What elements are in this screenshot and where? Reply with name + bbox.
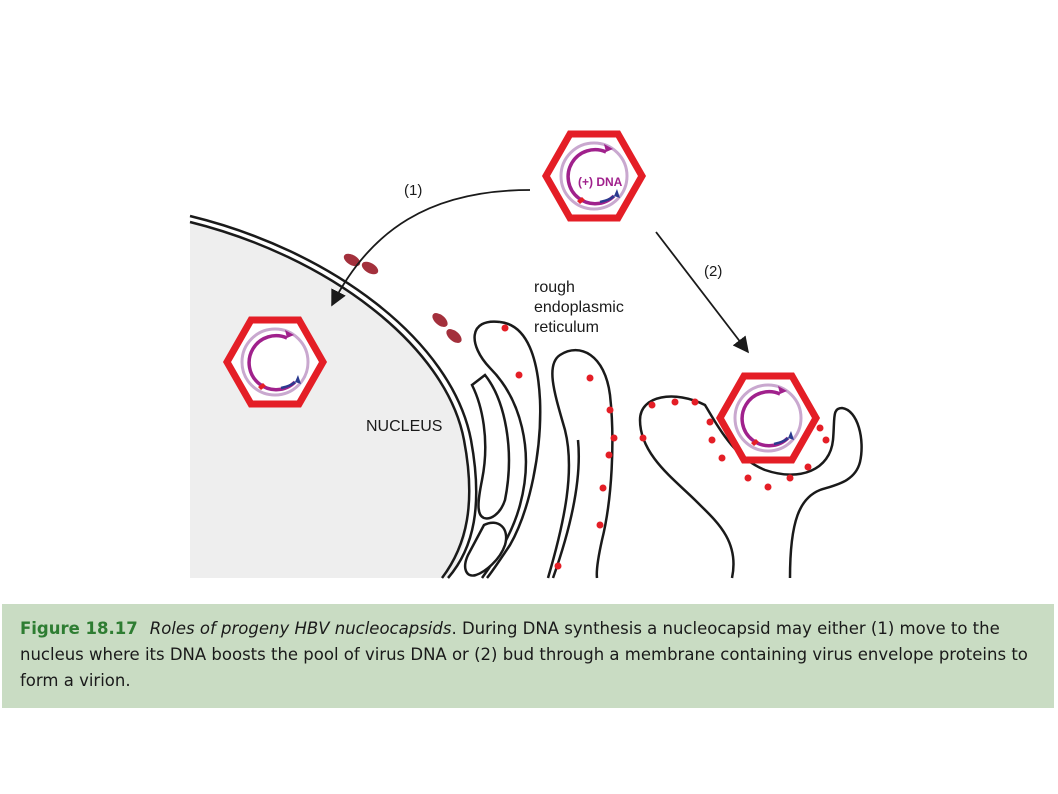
- path-2-label: (2): [704, 263, 722, 280]
- er-cisterna-2-inner: [551, 439, 580, 579]
- nuclear-envelope-inner: [189, 214, 478, 579]
- path-1-label: (1): [404, 182, 422, 199]
- nucleocapsid-budding: [720, 376, 816, 460]
- envelope-protein-icons: [501, 324, 830, 570]
- er-label-line-3: reticulum: [534, 319, 599, 336]
- figure-label: Figure 18.17: [20, 619, 138, 638]
- er-label-line-2: endoplasmic: [534, 299, 624, 316]
- er-segment: [470, 373, 511, 520]
- nuclear-envelope-outer: [189, 220, 471, 579]
- arrow-path-1: [331, 189, 531, 307]
- arrow-path-2: [655, 231, 749, 354]
- er-label-line-1: rough: [534, 279, 575, 296]
- nucleocapsid-in-nucleus: [227, 320, 323, 404]
- figure-caption: Figure 18.17 Roles of progeny HBV nucleoc…: [2, 604, 1054, 708]
- nucleus-label: NUCLEUS: [366, 418, 442, 435]
- er-segment: [464, 521, 508, 577]
- er-cisterna-2: [546, 349, 614, 579]
- figure-title: Roles of progeny HBV nucleocapsids: [149, 619, 452, 638]
- nuclear-pore-icons: [343, 253, 462, 343]
- nucleus-region: [190, 222, 470, 578]
- er-budding-membrane: [638, 395, 863, 579]
- caption-text: . During DNA synthesis a nucleocapsid ma…: [20, 619, 1028, 690]
- dna-label: (+) DNA: [578, 175, 623, 189]
- er-cisterna-1-inner: [486, 320, 542, 579]
- hbv-nucleocapsid-diagram: (1) (2) rough endoplasmic reticulum NUCL…: [189, 0, 863, 579]
